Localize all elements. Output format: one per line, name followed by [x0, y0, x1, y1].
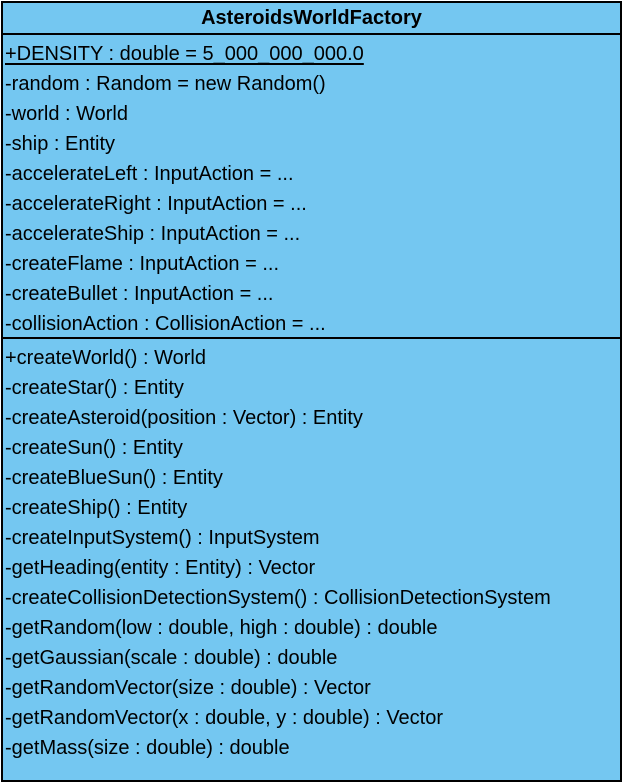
attribute-random[interactable]: -random : Random = new Random()	[5, 73, 326, 95]
operation-get-random-vector-xy[interactable]: -getRandomVector(x : double, y : double)…	[5, 707, 444, 729]
operation-get-random-vector-size[interactable]: -getRandomVector(size : double) : Vector	[5, 677, 371, 699]
attribute-ship[interactable]: -ship : Entity	[5, 133, 116, 155]
attribute-collision-action[interactable]: -collisionAction : CollisionAction = ...	[5, 313, 326, 335]
operation-create-sun[interactable]: -createSun() : Entity	[5, 437, 183, 459]
operation-get-heading[interactable]: -getHeading(entity : Entity) : Vector	[5, 557, 316, 579]
operation-get-random[interactable]: -getRandom(low : double, high : double) …	[5, 617, 438, 639]
operation-create-world[interactable]: +createWorld() : World	[5, 347, 206, 369]
attribute-accelerate-left[interactable]: -accelerateLeft : InputAction = ...	[5, 163, 294, 185]
attribute-create-bullet[interactable]: -createBullet : InputAction = ...	[5, 283, 274, 305]
operation-create-blue-sun[interactable]: -createBlueSun() : Entity	[5, 467, 223, 489]
operation-get-mass[interactable]: -getMass(size : double) : double	[5, 737, 290, 759]
attribute-create-flame[interactable]: -createFlame : InputAction = ...	[5, 253, 280, 275]
attribute-world[interactable]: -world : World	[5, 103, 128, 125]
class-name: AsteroidsWorldFactory	[3, 3, 620, 35]
operation-create-star[interactable]: -createStar() : Entity	[5, 377, 184, 399]
attribute-accelerate-right[interactable]: -accelerateRight : InputAction = ...	[5, 193, 307, 215]
operations-compartment: +createWorld() : World -createStar() : E…	[3, 339, 620, 763]
operation-create-input-system[interactable]: -createInputSystem() : InputSystem	[5, 527, 320, 549]
operation-create-ship[interactable]: -createShip() : Entity	[5, 497, 188, 519]
operation-get-gaussian[interactable]: -getGaussian(scale : double) : double	[5, 647, 338, 669]
attributes-compartment: +DENSITY : double = 5_000_000_000.0 -ran…	[3, 35, 620, 339]
operation-create-asteroid[interactable]: -createAsteroid(position : Vector) : Ent…	[5, 407, 363, 429]
attribute-density[interactable]: +DENSITY : double = 5_000_000_000.0	[5, 43, 364, 65]
operation-create-collision-detection-system[interactable]: -createCollisionDetectionSystem() : Coll…	[5, 587, 551, 609]
attribute-accelerate-ship[interactable]: -accelerateShip : InputAction = ...	[5, 223, 301, 245]
